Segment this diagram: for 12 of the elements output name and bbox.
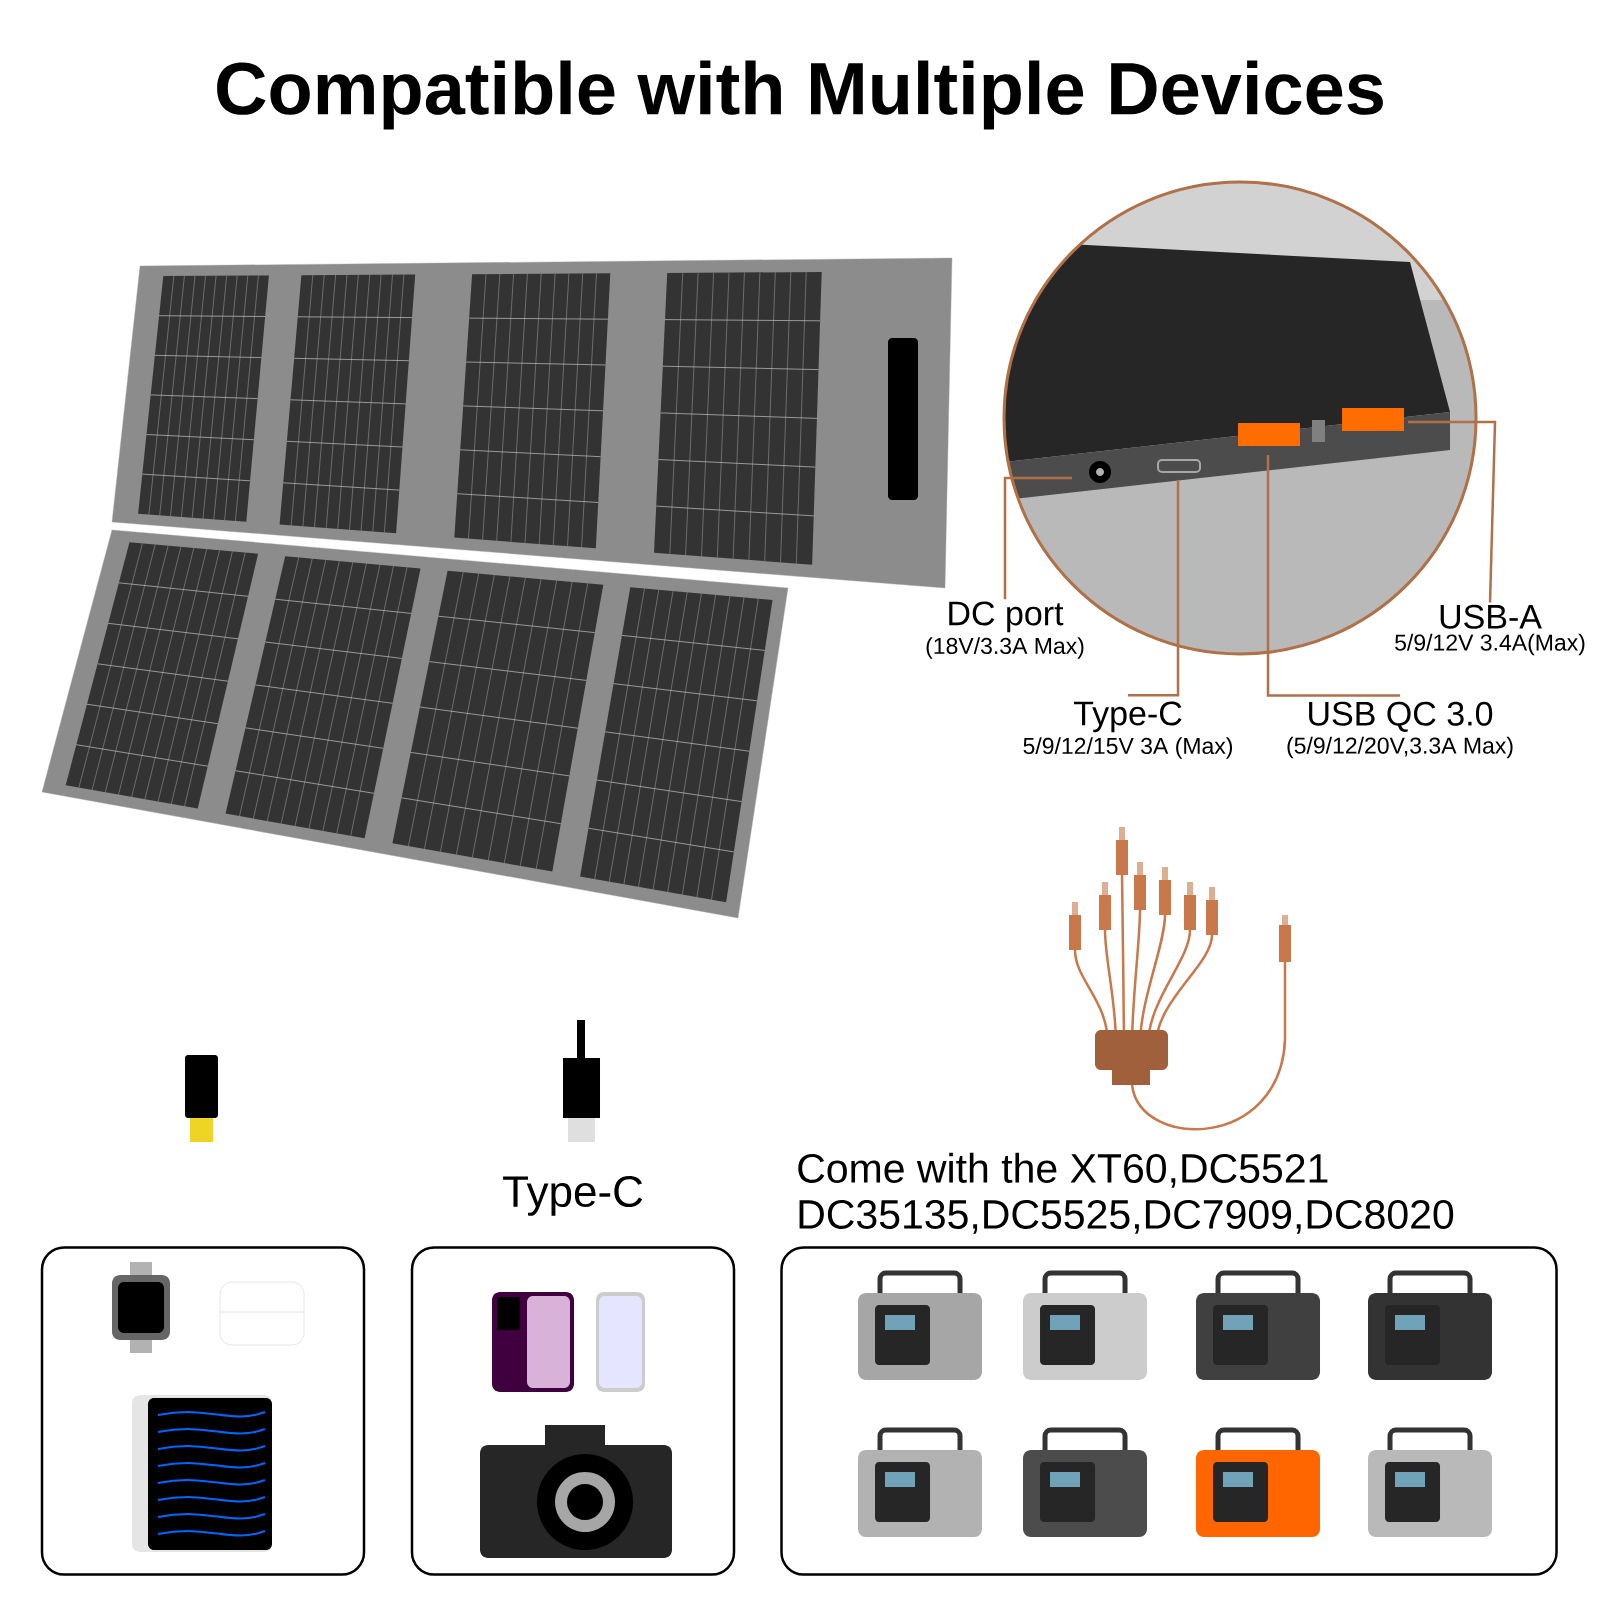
port-label: Type-C 5/9/12/15V 3A (Max) xyxy=(1023,701,1233,759)
port-label: DC port (18V/3.3A Max) xyxy=(926,601,1084,659)
port-label: USB QC 3.0 (5/9/12/20V,3.3A Max) xyxy=(1287,701,1513,759)
node-label: Come with the XT60,DC5521 DC35135,DC5525,DC7909,DC8020 xyxy=(798,1152,1454,1234)
leader-line xyxy=(1408,420,1497,603)
device-box xyxy=(40,1246,366,1576)
device-box: Come with the XT60,DC5521 DC35135,DC5525,DC7909,DC8020 xyxy=(780,1152,1558,1576)
title: Compatible with Multiple Devices xyxy=(217,60,1383,130)
port-label: USB-A 5/9/12V 3.4A(Max) xyxy=(1395,604,1585,656)
leader-line xyxy=(1003,476,1072,600)
node-label: Type-C xyxy=(503,1175,643,1216)
device-box: Type-C xyxy=(410,1175,736,1576)
